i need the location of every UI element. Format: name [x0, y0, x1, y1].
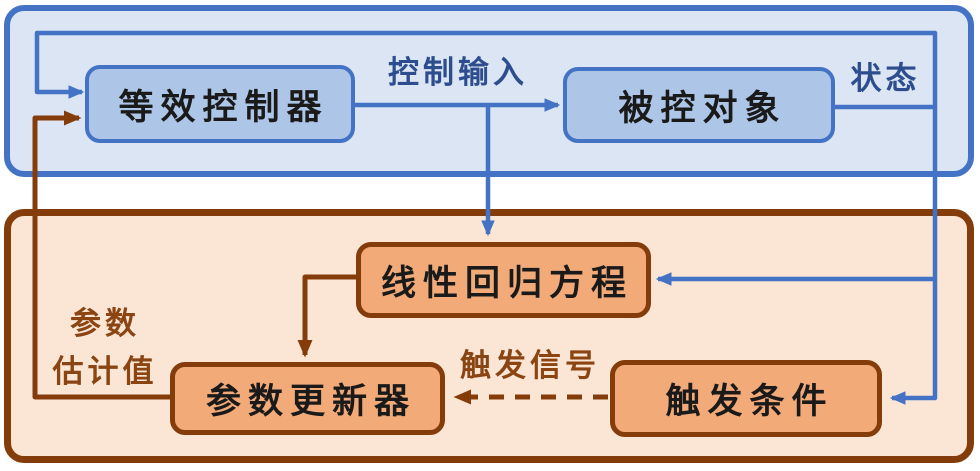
edge-label-parameter-estimate-line1: 参数: [70, 306, 140, 342]
node-equivalent-controller: 等效控制器: [85, 65, 355, 143]
node-parameter-updater: 参数更新器: [170, 362, 445, 435]
edge-label-parameter-estimate: 参数 估计值: [30, 300, 180, 396]
node-trigger-condition: 触发条件: [610, 360, 882, 437]
node-controlled-plant: 被控对象: [563, 67, 835, 143]
node-equivalent-controller-label: 等效控制器: [118, 86, 329, 128]
edge-state-feedback-to-controller: [34, 30, 938, 110]
edge-label-trigger-signal: 触发信号: [460, 348, 600, 384]
edge-label-parameter-estimate-line2: 估计值: [52, 354, 158, 390]
node-linear-regression: 线性回归方程: [356, 242, 651, 318]
edge-label-control-input: 控制输入: [388, 55, 528, 91]
edge-label-state: 状态: [850, 61, 921, 97]
edge-regression-to-updater: [297, 274, 357, 358]
node-linear-regression-label: 线性回归方程: [380, 262, 633, 304]
edge-state-to-trigger-condition: [889, 107, 938, 405]
node-parameter-updater-label: 参数更新器: [205, 381, 416, 422]
node-controlled-plant-label: 被控对象: [618, 87, 787, 129]
node-trigger-condition-label: 触发条件: [665, 381, 834, 422]
edge-parameter-estimate-feedback: [32, 110, 170, 400]
